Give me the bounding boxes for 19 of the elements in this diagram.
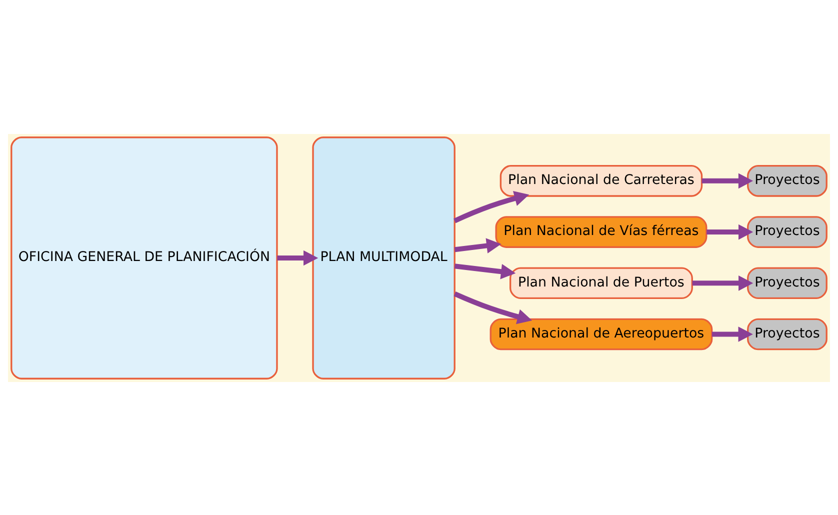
arrow <box>692 274 754 290</box>
node-box: Proyectos <box>747 164 828 196</box>
node-box: PLAN MULTIMODAL <box>312 136 456 379</box>
node-box: Plan Nacional de Aereopuertos <box>490 318 713 350</box>
arrow <box>454 263 516 279</box>
node-box: Proyectos <box>747 266 828 299</box>
node-box: Proyectos <box>747 318 828 350</box>
node-box: OFICINA GENERAL DE PLANIFICACIÓN <box>10 136 278 379</box>
arrow <box>454 290 532 324</box>
node-box: Plan Nacional de Carreteras <box>500 164 703 196</box>
arrow <box>712 326 753 342</box>
arrow <box>706 224 754 240</box>
arrow <box>454 190 530 223</box>
arrow <box>454 238 502 253</box>
arrow <box>277 250 318 266</box>
arrow <box>702 172 754 188</box>
node-box: Plan Nacional de Vías férreas <box>495 216 708 248</box>
node-box: Plan Nacional de Puertos <box>509 266 693 299</box>
node-box: Proyectos <box>747 216 828 248</box>
